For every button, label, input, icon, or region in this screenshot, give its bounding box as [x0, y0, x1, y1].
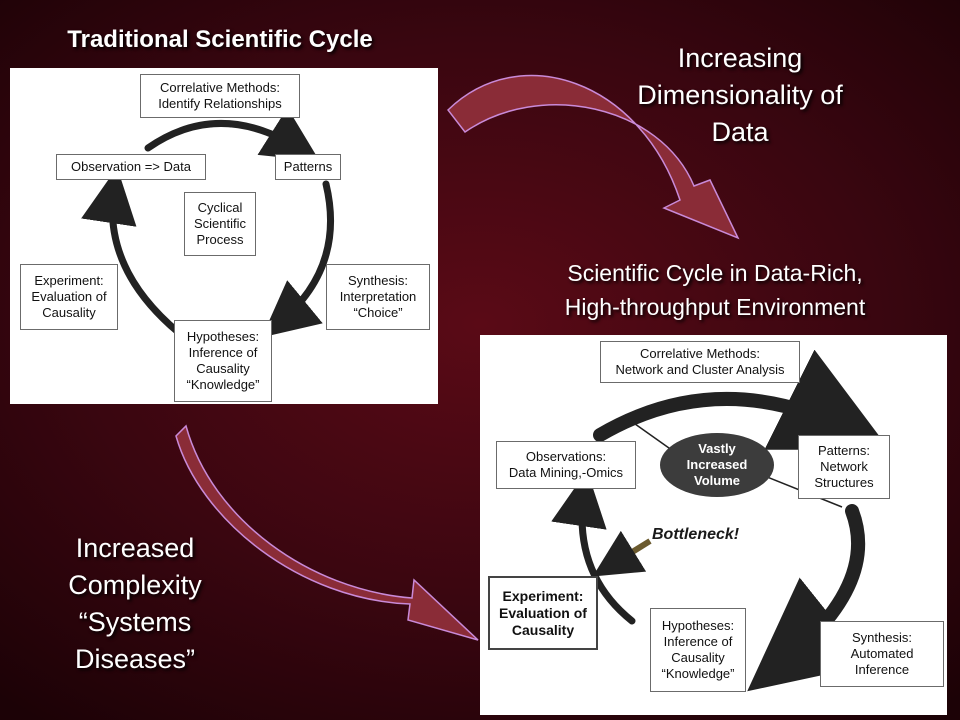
correlative-methods-box: Correlative Methods: Network and Cluster…	[600, 341, 800, 383]
line-1: Observations:	[525, 449, 607, 464]
line-1: Cyclical	[197, 200, 243, 215]
line-2: Complexity	[68, 570, 202, 600]
line-3: Data	[711, 117, 769, 147]
vastly-increased-volume-ellipse: Vastly Increased Volume	[660, 433, 774, 497]
line-1: Vastly	[698, 441, 736, 456]
line-2: Data Mining,-Omics	[508, 465, 624, 480]
line-1: Experiment:	[502, 587, 584, 604]
patterns-box: Patterns: Network Structures	[798, 435, 890, 499]
line-3: Causality	[196, 361, 250, 376]
traditional-cycle-title: Traditional Scientific Cycle	[67, 26, 373, 53]
hypotheses-box: Hypotheses: Inference of Causality “Know…	[174, 320, 272, 402]
line-1: Experiment:	[34, 273, 104, 288]
observation-data-box: Observation => Data	[56, 154, 206, 180]
line-4: “Knowledge”	[661, 666, 735, 681]
line-2: Evaluation of	[31, 289, 107, 304]
data-rich-cycle-arrows	[551, 349, 890, 692]
line-2: Network	[820, 459, 868, 474]
line-3: “Choice”	[353, 305, 403, 320]
observations-box: Observations: Data Mining,-Omics	[496, 441, 636, 489]
line-2: Identify Relationships	[158, 96, 282, 111]
left-arc-arrow	[551, 470, 636, 625]
line-2: Scientific	[193, 216, 247, 231]
line-1: Hypotheses:	[661, 618, 735, 633]
line-4: “Knowledge”	[186, 377, 260, 392]
traditional-cycle-arrows	[81, 107, 335, 338]
line-2: Network and Cluster Analysis	[615, 362, 785, 377]
line-2: Dimensionality of	[637, 80, 843, 110]
experiment-box: Experiment: Evaluation of Causality	[20, 264, 118, 330]
line-2: Inference of	[663, 634, 733, 649]
line-3: “Systems	[78, 607, 192, 637]
right-arc-arrow	[747, 504, 870, 692]
hypotheses-box: Hypotheses: Inference of Causality “Know…	[650, 608, 746, 692]
line-4: Diseases”	[74, 644, 196, 674]
top-arc-arrow	[144, 107, 320, 162]
line-3: Causality	[671, 650, 725, 665]
increasing-dimensionality-label: Increasing Dimensionality of Data	[590, 40, 890, 151]
data-rich-cycle-title: Scientific Cycle in Data-Rich, High-thro…	[480, 256, 950, 324]
correlative-methods-box: Correlative Methods: Identify Relationsh…	[140, 74, 300, 118]
line-3: Causality	[42, 305, 96, 320]
line-1: Observation => Data	[71, 159, 191, 174]
line-1: Increased	[75, 533, 195, 563]
data-rich-cycle-panel: Correlative Methods: Network and Cluster…	[480, 335, 947, 715]
synthesis-box: Synthesis: Interpretation “Choice”	[326, 264, 430, 330]
left-arc-arrow	[81, 167, 182, 336]
line-3: Structures	[814, 475, 874, 490]
traditional-cycle-panel: Correlative Methods: Identify Relationsh…	[10, 68, 438, 404]
bottleneck-arrow	[592, 530, 652, 577]
line-1: Synthesis:	[852, 630, 912, 645]
bottleneck-label: Bottleneck!	[652, 526, 740, 543]
line-1: Correlative Methods:	[160, 80, 280, 95]
line-1: Synthesis:	[348, 273, 408, 288]
line-2: High-throughput Environment	[564, 294, 866, 320]
line-2: Interpretation	[339, 289, 417, 304]
line-3: Process	[196, 232, 244, 247]
line-1: Patterns	[283, 159, 333, 174]
right-arc-arrow	[261, 180, 335, 338]
line-2: Evaluation of	[499, 604, 587, 621]
patterns-box: Patterns	[275, 154, 341, 180]
line-1: Patterns:	[817, 443, 871, 458]
experiment-box: Experiment: Evaluation of Causality	[488, 576, 598, 650]
line-3: Volume	[694, 473, 740, 488]
cyclical-process-box: Cyclical Scientific Process	[184, 192, 256, 256]
line-1: Increasing	[677, 43, 803, 73]
line-3: Causality	[511, 621, 575, 638]
line-1: Correlative Methods:	[640, 346, 760, 361]
increased-complexity-label: Increased Complexity “Systems Diseases”	[30, 530, 240, 678]
line-3: Inference	[854, 662, 910, 677]
synthesis-box: Synthesis: Automated Inference	[820, 621, 944, 687]
line-2: Inference of	[188, 345, 258, 360]
line-1: Hypotheses:	[186, 329, 260, 344]
line-1: Scientific Cycle in Data-Rich,	[567, 260, 863, 286]
line-2: Automated	[850, 646, 914, 661]
line-2: Increased	[686, 457, 748, 472]
top-arc-arrow	[593, 349, 890, 450]
